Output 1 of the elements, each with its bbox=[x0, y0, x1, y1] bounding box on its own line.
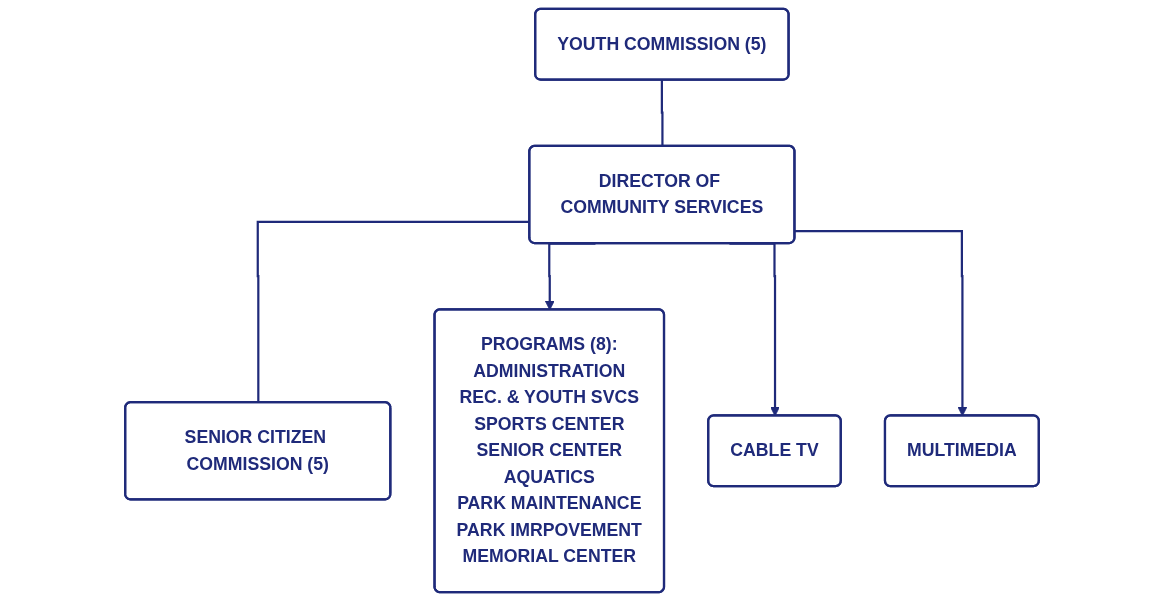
connector bbox=[256, 220, 530, 403]
